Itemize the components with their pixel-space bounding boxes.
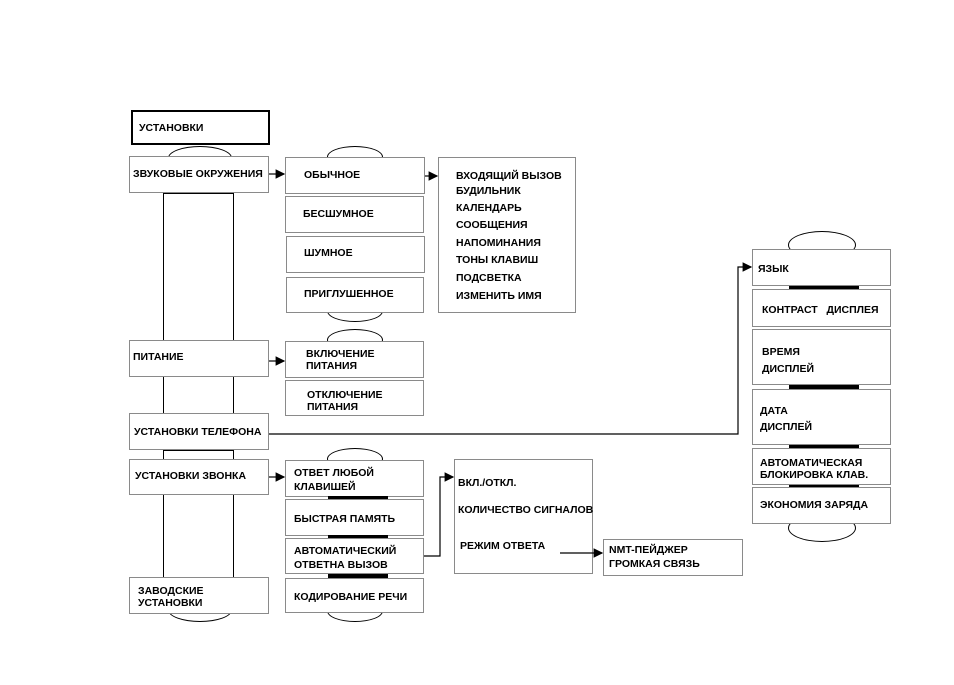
phone-separator-3 bbox=[789, 445, 859, 448]
arrow-auto-to-suboptions bbox=[424, 472, 455, 557]
profile-muted-label: ПРИГЛУШЕННОЕ bbox=[304, 288, 394, 300]
power-saving-label: ЭКОНОМИЯ ЗАРЯДА bbox=[760, 499, 869, 511]
power-off-label-1: ОТКЛЮЧЕНИЕ bbox=[307, 389, 383, 401]
setting-power-saving[interactable]: ЭКОНОМИЯ ЗАРЯДА bbox=[752, 487, 891, 524]
profile-normal[interactable]: ОБЫЧНОЕ bbox=[285, 157, 425, 194]
auto-answer-label-2: ОТВЕТНА ВЫЗОВ bbox=[294, 559, 388, 571]
auto-answer-label-1: АВТОМАТИЧЕСКИЙ bbox=[294, 545, 397, 557]
date-label-1: ДАТА bbox=[760, 405, 788, 417]
setting-autolock[interactable]: АВТОМАТИЧЕСКАЯ БЛОКИРОВКА КЛАВ. bbox=[752, 448, 891, 485]
any-key-label-1: ОТВЕТ ЛЮБОЙ bbox=[294, 467, 374, 479]
phone-separator-2 bbox=[789, 385, 859, 389]
power-off-label-2: ПИТАНИЯ bbox=[307, 401, 359, 413]
profile-silent[interactable]: БЕСШУМНОЕ bbox=[285, 196, 424, 233]
menu-factory-settings[interactable]: ЗАВОДСКИЕ УСТАНОВКИ bbox=[129, 577, 269, 614]
call-separator-2 bbox=[328, 535, 388, 538]
auto-answer-mode[interactable]: РЕЖИМ ОТВЕТА bbox=[460, 540, 546, 552]
profile-loud-label: ШУМНОЕ bbox=[304, 247, 353, 259]
menu-phone-settings[interactable]: УСТАНОВКИ ТЕЛЕФОНА bbox=[129, 413, 269, 450]
main-spine-2 bbox=[163, 376, 234, 414]
auto-onoff[interactable]: ВКЛ./ОТКЛ. bbox=[458, 477, 517, 489]
setting-contrast[interactable]: КОНТРАСТ ДИСПЛЕЯ bbox=[752, 289, 891, 327]
option-backlight[interactable]: ПОДСВЕТКА bbox=[456, 272, 522, 284]
power-on-label-1: ВКЛЮЧЕНИЕ bbox=[306, 348, 375, 360]
contrast-label: КОНТРАСТ ДИСПЛЕЯ bbox=[762, 304, 879, 316]
call-separator-3 bbox=[328, 574, 388, 578]
answer-mode-panel: NMT-ПЕЙДЖЕР ГРОМКАЯ СВЯЗЬ bbox=[603, 539, 743, 576]
power-on[interactable]: ВКЛЮЧЕНИЕ ПИТАНИЯ bbox=[285, 341, 424, 378]
option-reminders[interactable]: НАПОМИНАНИЯ bbox=[456, 237, 541, 249]
call-any-key-answer[interactable]: ОТВЕТ ЛЮБОЙ КЛАВИШЕЙ bbox=[285, 460, 424, 497]
mode-nmt-pager[interactable]: NMT-ПЕЙДЖЕР bbox=[609, 544, 688, 556]
call-auto-answer[interactable]: АВТОМАТИЧЕСКИЙ ОТВЕТНА ВЫЗОВ bbox=[285, 538, 424, 574]
setting-language[interactable]: ЯЗЫК bbox=[752, 249, 891, 286]
menu-factory-label-2: УСТАНОВКИ bbox=[138, 597, 203, 609]
call-voice-coding[interactable]: КОДИРОВАНИЕ РЕЧИ bbox=[285, 578, 424, 613]
menu-power[interactable]: ПИТАНИЕ bbox=[129, 340, 269, 377]
mode-speakerphone[interactable]: ГРОМКАЯ СВЯЗЬ bbox=[609, 558, 700, 570]
autolock-label-2: БЛОКИРОВКА КЛАВ. bbox=[760, 469, 869, 481]
time-label-1: ВРЕМЯ bbox=[762, 346, 800, 358]
option-calendar[interactable]: КАЛЕНДАРЬ bbox=[456, 202, 522, 214]
phone-separator-4 bbox=[789, 485, 859, 487]
arrow-phone-to-settings bbox=[269, 262, 753, 435]
menu-call-settings[interactable]: УСТАНОВКИ ЗВОНКА bbox=[129, 459, 269, 495]
setting-time[interactable]: ВРЕМЯ ДИСПЛЕЙ bbox=[752, 329, 891, 385]
speed-dial-label: БЫСТРАЯ ПАМЯТЬ bbox=[294, 513, 396, 525]
menu-sound-environments[interactable]: ЗВУКОВЫЕ ОКРУЖЕНИЯ bbox=[129, 156, 269, 193]
menu-call-label: УСТАНОВКИ ЗВОНКА bbox=[135, 470, 247, 482]
autolock-label-1: АВТОМАТИЧЕСКАЯ bbox=[760, 457, 863, 469]
phone-separator-1 bbox=[789, 286, 859, 289]
profile-normal-label: ОБЫЧНОЕ bbox=[304, 169, 361, 181]
menu-sound-label: ЗВУКОВЫЕ ОКРУЖЕНИЯ bbox=[133, 168, 263, 180]
profile-silent-label: БЕСШУМНОЕ bbox=[303, 208, 374, 220]
menu-power-label: ПИТАНИЕ bbox=[133, 351, 184, 363]
option-messages[interactable]: СООБЩЕНИЯ bbox=[456, 219, 528, 231]
language-label: ЯЗЫК bbox=[758, 263, 789, 275]
power-off[interactable]: ОТКЛЮЧЕНИЕ ПИТАНИЯ bbox=[285, 380, 424, 416]
menu-factory-label-1: ЗАВОДСКИЕ bbox=[138, 585, 204, 597]
voice-coding-label: КОДИРОВАНИЕ РЕЧИ bbox=[294, 591, 408, 603]
profile-options-panel: ВХОДЯЩИЙ ВЫЗОВ БУДИЛЬНИК КАЛЕНДАРЬ СООБЩ… bbox=[438, 157, 576, 313]
root-node: УСТАНОВКИ bbox=[131, 110, 270, 145]
time-label-2: ДИСПЛЕЙ bbox=[762, 363, 815, 375]
option-rename[interactable]: ИЗМЕНИТЬ ИМЯ bbox=[456, 290, 542, 302]
any-key-label-2: КЛАВИШЕЙ bbox=[294, 481, 356, 493]
main-spine-1 bbox=[163, 193, 234, 341]
setting-date[interactable]: ДАТА ДИСПЛЕЙ bbox=[752, 389, 891, 445]
root-label: УСТАНОВКИ bbox=[139, 122, 204, 134]
auto-ring-count[interactable]: КОЛИЧЕСТВО СИГНАЛОВ bbox=[458, 504, 594, 516]
auto-answer-panel: ВКЛ./ОТКЛ. КОЛИЧЕСТВО СИГНАЛОВ РЕЖИМ ОТВ… bbox=[454, 459, 593, 574]
power-on-label-2: ПИТАНИЯ bbox=[306, 360, 358, 372]
option-alarm[interactable]: БУДИЛЬНИК bbox=[456, 185, 521, 197]
menu-phone-label: УСТАНОВКИ ТЕЛЕФОНА bbox=[134, 426, 262, 438]
option-incoming-call[interactable]: ВХОДЯЩИЙ ВЫЗОВ bbox=[456, 170, 562, 182]
profile-loud[interactable]: ШУМНОЕ bbox=[286, 236, 425, 273]
date-label-2: ДИСПЛЕЙ bbox=[760, 421, 813, 433]
profile-muted[interactable]: ПРИГЛУШЕННОЕ bbox=[286, 277, 424, 313]
option-key-tones[interactable]: ТОНЫ КЛАВИШ bbox=[456, 254, 539, 266]
call-separator-1 bbox=[328, 496, 388, 499]
